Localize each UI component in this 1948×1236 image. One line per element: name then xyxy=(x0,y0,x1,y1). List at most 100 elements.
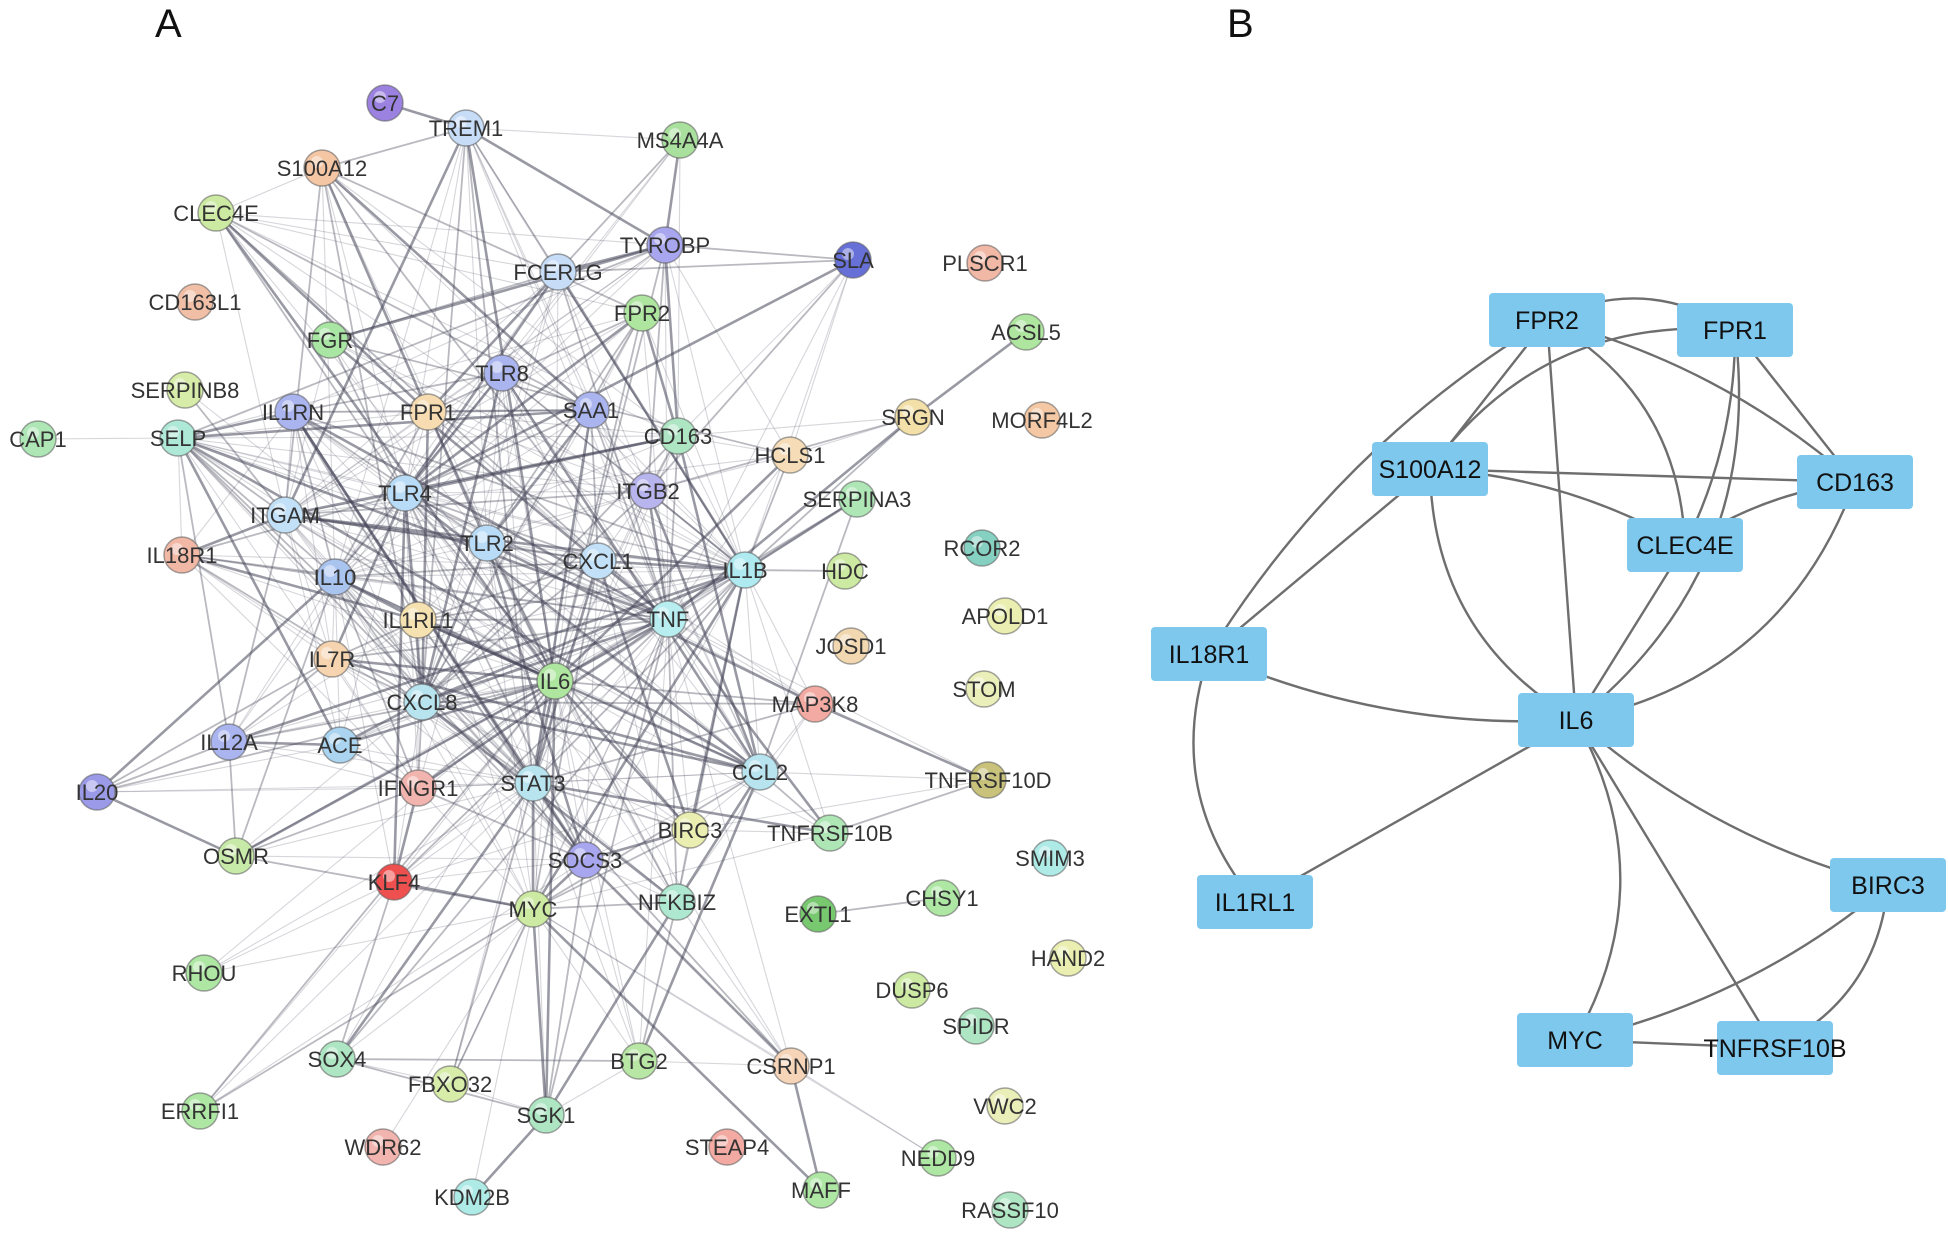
node-a-ccl2[interactable]: CCL2 xyxy=(732,753,788,791)
node-a-sox4[interactable]: SOX4 xyxy=(308,1040,367,1078)
node-a-fcer1g[interactable]: FCER1G xyxy=(513,253,603,291)
node-a-ms4a4a[interactable]: MS4A4A xyxy=(637,121,724,159)
node-a-cxcl1[interactable]: CXCL1 xyxy=(563,542,634,580)
node-a-sgk1[interactable]: SGK1 xyxy=(517,1096,576,1134)
node-a-label: RASSF10 xyxy=(961,1198,1059,1223)
node-a-csrnp1[interactable]: CSRNP1 xyxy=(746,1047,836,1085)
node-b-s100a12[interactable]: S100A12 xyxy=(1372,442,1488,496)
node-b-fpr1[interactable]: FPR1 xyxy=(1677,303,1793,357)
node-a-cxcl8[interactable]: CXCL8 xyxy=(387,683,458,721)
node-a-il18r1[interactable]: IL18R1 xyxy=(147,536,218,574)
node-a-apold1[interactable]: APOLD1 xyxy=(962,597,1049,635)
node-a-hcls1[interactable]: HCLS1 xyxy=(755,436,826,474)
node-a-smim3[interactable]: SMIM3 xyxy=(1015,839,1085,877)
node-a-clec4e[interactable]: CLEC4E xyxy=(173,194,259,232)
node-a-il1rl1[interactable]: IL1RL1 xyxy=(383,601,454,639)
node-a-btg2[interactable]: BTG2 xyxy=(610,1042,668,1080)
node-b-tnfrsf10b[interactable]: TNFRSF10B xyxy=(1703,1021,1847,1075)
node-a-rassf10[interactable]: RASSF10 xyxy=(961,1191,1059,1229)
node-a-sla[interactable]: SLA xyxy=(832,241,874,279)
node-a-il10[interactable]: IL10 xyxy=(314,558,357,596)
node-a-nedd9[interactable]: NEDD9 xyxy=(901,1139,976,1177)
node-a-wdr62[interactable]: WDR62 xyxy=(344,1128,422,1166)
node-a-tlr8[interactable]: TLR8 xyxy=(475,354,529,392)
node-a-dusp6[interactable]: DUSP6 xyxy=(875,971,949,1009)
node-a-maff[interactable]: MAFF xyxy=(791,1171,851,1209)
node-a-steap4[interactable]: STEAP4 xyxy=(685,1128,769,1166)
node-a-il1b[interactable]: IL1B xyxy=(722,551,768,589)
node-a-chsy1[interactable]: CHSY1 xyxy=(905,879,979,917)
node-b-clec4e[interactable]: CLEC4E xyxy=(1627,518,1743,572)
node-a-itgam[interactable]: ITGAM xyxy=(250,496,320,534)
node-a-cap1[interactable]: CAP1 xyxy=(9,420,67,458)
node-a-klf4[interactable]: KLF4 xyxy=(368,863,421,901)
node-a-acsl5[interactable]: ACSL5 xyxy=(991,313,1061,351)
node-a-serpinb8[interactable]: SERPINB8 xyxy=(131,371,240,409)
node-a-josd1[interactable]: JOSD1 xyxy=(816,627,887,665)
node-a-kdm2b[interactable]: KDM2B xyxy=(434,1178,510,1216)
node-a-tyrobp[interactable]: TYROBP xyxy=(620,226,710,264)
node-b-fpr2[interactable]: FPR2 xyxy=(1489,293,1605,347)
node-a-il1rn[interactable]: IL1RN xyxy=(262,393,324,431)
node-b-myc[interactable]: MYC xyxy=(1517,1013,1633,1067)
node-a-spidr[interactable]: SPIDR xyxy=(942,1007,1010,1045)
edge-a-il1b-il1rl1 xyxy=(417,569,746,621)
node-a-tnfrsf10b[interactable]: TNFRSF10B xyxy=(767,814,893,852)
node-a-morf4l2[interactable]: MORF4L2 xyxy=(991,401,1093,439)
node-a-tnfrsf10d[interactable]: TNFRSF10D xyxy=(924,761,1052,799)
node-a-cd163l1[interactable]: CD163L1 xyxy=(149,283,242,321)
node-a-stat3[interactable]: STAT3 xyxy=(500,764,566,802)
node-a-s100a12[interactable]: S100A12 xyxy=(277,149,368,187)
node-a-srgn[interactable]: SRGN xyxy=(881,398,945,436)
node-a-birc3[interactable]: BIRC3 xyxy=(658,811,723,849)
node-a-rcor2[interactable]: RCOR2 xyxy=(943,529,1021,567)
node-a-il20[interactable]: IL20 xyxy=(76,773,119,811)
node-a-circle xyxy=(834,241,872,279)
node-a-il7r[interactable]: IL7R xyxy=(309,640,355,678)
node-a-tlr2[interactable]: TLR2 xyxy=(460,524,514,562)
node-a-hand2[interactable]: HAND2 xyxy=(1031,939,1106,977)
node-a-errfi1[interactable]: ERRFI1 xyxy=(161,1092,239,1130)
node-a-ifngr1[interactable]: IFNGR1 xyxy=(378,769,459,807)
node-a-selp[interactable]: SELP xyxy=(150,419,206,457)
node-b-birc3[interactable]: BIRC3 xyxy=(1830,858,1946,912)
node-a-il6[interactable]: IL6 xyxy=(536,662,574,700)
edge-a-trem1-s100a12 xyxy=(321,127,467,169)
edge-a-tnf-ace xyxy=(339,618,669,746)
node-a-saa1[interactable]: SAA1 xyxy=(563,391,619,429)
node-a-hdc[interactable]: HDC xyxy=(821,552,869,590)
node-a-fgr[interactable]: FGR xyxy=(307,321,353,359)
node-a-ace[interactable]: ACE xyxy=(317,726,363,764)
edge-a-s100a12-fpr2 xyxy=(321,167,643,314)
node-a-tnf[interactable]: TNF xyxy=(647,600,690,638)
node-a-myc[interactable]: MYC xyxy=(509,890,558,928)
node-a-map3k8[interactable]: MAP3K8 xyxy=(772,685,859,723)
node-a-c7[interactable]: C7 xyxy=(366,84,404,122)
node-a-fbxo32[interactable]: FBXO32 xyxy=(408,1065,492,1103)
node-b-cd163[interactable]: CD163 xyxy=(1797,455,1913,509)
node-a-osmr[interactable]: OSMR xyxy=(203,837,269,875)
node-a-rhou[interactable]: RHOU xyxy=(172,954,237,992)
edge-a-hcls1-il1b xyxy=(744,454,791,571)
node-a-nfkbiz[interactable]: NFKBIZ xyxy=(638,883,716,921)
node-a-plscr1[interactable]: PLSCR1 xyxy=(942,244,1028,282)
node-a-trem1[interactable]: TREM1 xyxy=(429,109,504,147)
node-a-socs3[interactable]: SOCS3 xyxy=(548,841,623,879)
node-a-fpr1[interactable]: FPR1 xyxy=(400,393,456,431)
node-b-il6[interactable]: IL6 xyxy=(1518,693,1634,747)
node-b-il1rl1[interactable]: IL1RL1 xyxy=(1197,875,1313,929)
node-a-highlight xyxy=(1039,846,1051,858)
node-a-extl1[interactable]: EXTL1 xyxy=(784,895,852,933)
node-a-fpr2[interactable]: FPR2 xyxy=(614,294,670,332)
node-a-serpina3[interactable]: SERPINA3 xyxy=(803,480,912,518)
node-a-vwc2[interactable]: VWC2 xyxy=(973,1087,1037,1125)
node-a-stom[interactable]: STOM xyxy=(952,670,1016,708)
node-a-tlr4[interactable]: TLR4 xyxy=(378,474,432,512)
node-a-cd163[interactable]: CD163 xyxy=(644,417,712,455)
node-a-itgb2[interactable]: ITGB2 xyxy=(616,472,680,510)
edge-a-itgam-il7r xyxy=(284,514,333,660)
node-a-il12a[interactable]: IL12A xyxy=(200,723,258,761)
node-a-highlight xyxy=(27,427,39,439)
edge-a-csrnp1-nedd9 xyxy=(790,1065,939,1159)
node-b-il18r1[interactable]: IL18R1 xyxy=(1151,627,1267,681)
